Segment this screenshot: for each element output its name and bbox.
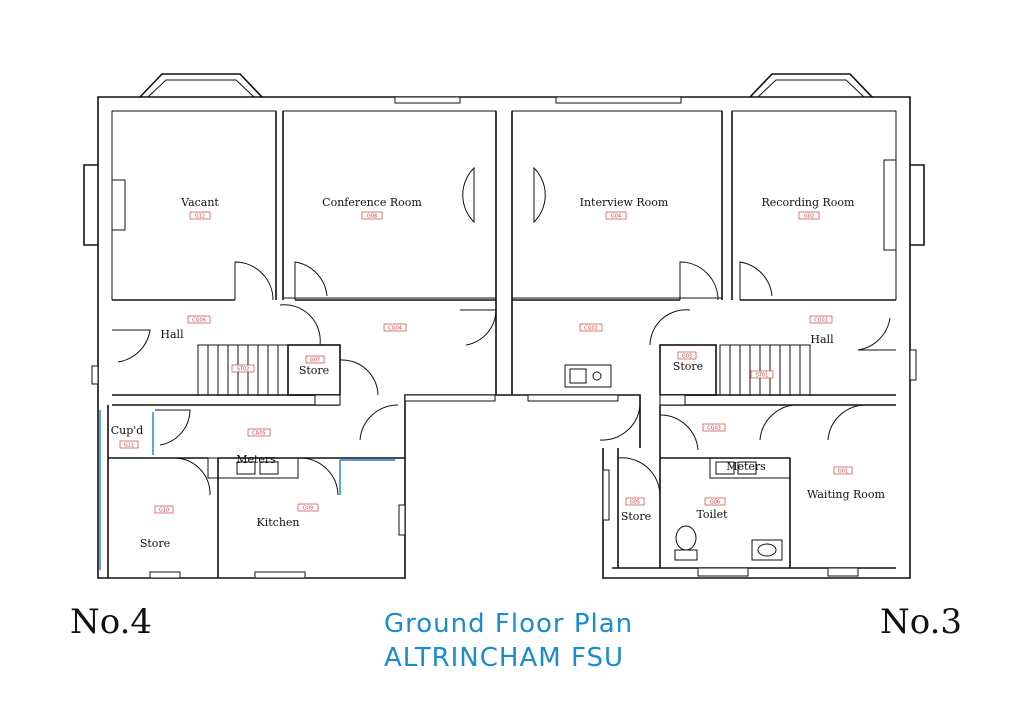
- room-code-store-lower-left: G10: [159, 508, 169, 514]
- basin: [751, 539, 783, 561]
- room-code-hall-right: CG01: [814, 318, 828, 324]
- room-name-waiting: Waiting Room: [807, 488, 886, 501]
- meters-label-right: Meters: [726, 460, 766, 473]
- room-name-conference: Conference Room: [322, 196, 422, 209]
- toilet-pan: [675, 525, 697, 551]
- room-name-hall-right: Hall: [810, 333, 834, 346]
- windows: [91, 349, 917, 579]
- room-code-interview: G04: [611, 214, 621, 220]
- room-code-cupd: G11: [124, 443, 134, 449]
- room-code-store-lower-right: G05: [630, 500, 640, 506]
- tag-stair-right: ST01: [756, 373, 769, 379]
- room-code-kitchen: G09: [303, 506, 313, 512]
- room-code-conference: G08: [367, 214, 377, 220]
- room-name-kitchen: Kitchen: [257, 516, 300, 529]
- meters-label-left: Meters: [236, 453, 276, 466]
- outer-walls: [83, 73, 925, 579]
- room-name-store-upper-right: Store: [673, 360, 703, 373]
- tag-corridor-left: CG04: [388, 326, 402, 332]
- room-code-store-upper-right: G03: [682, 354, 692, 360]
- room-name-recording: Recording Room: [762, 196, 856, 209]
- room-code-toilet: G06: [710, 500, 720, 506]
- plan-title: Ground Floor Plan: [384, 609, 634, 639]
- room-code-waiting: G01: [838, 469, 848, 475]
- building-label-left: No.4: [70, 602, 153, 642]
- sink-unit: [564, 364, 612, 388]
- room-name-store-lower-right: Store: [621, 510, 651, 523]
- interior-walls: [107, 111, 896, 578]
- stair-right-treads: [729, 345, 801, 395]
- tag-corridor-right: CG02: [584, 326, 598, 332]
- meter-box-left: [236, 461, 256, 475]
- room-labels: Vacant G12 Conference Room G08 Interview…: [111, 196, 886, 550]
- room-name-cupd: Cup'd: [111, 424, 144, 437]
- new-partitions: [99, 410, 395, 570]
- room-code-vacant: G12: [195, 214, 205, 220]
- doors: [112, 166, 896, 497]
- tag-stair-left: ST02: [237, 367, 250, 373]
- room-name-store-lower-left: Store: [140, 537, 170, 550]
- room-name-interview: Interview Room: [580, 196, 669, 209]
- meter-box-right: [715, 461, 735, 475]
- tag-lobby-left: CG05: [252, 431, 266, 437]
- room-code-hall-left: CG06: [192, 318, 206, 324]
- room-name-toilet: Toilet: [696, 508, 728, 521]
- room-code-recording: G02: [804, 214, 814, 220]
- room-code-store-upper-left: G07: [310, 358, 320, 364]
- room-name-hall-left: Hall: [160, 328, 184, 341]
- fixtures: [236, 364, 783, 561]
- tag-lobby-right: CG03: [707, 426, 721, 432]
- building-label-right: No.3: [880, 602, 963, 642]
- plan-subtitle: ALTRINCHAM FSU: [384, 643, 624, 673]
- room-name-store-upper-left: Store: [299, 364, 329, 377]
- room-name-vacant: Vacant: [180, 196, 219, 209]
